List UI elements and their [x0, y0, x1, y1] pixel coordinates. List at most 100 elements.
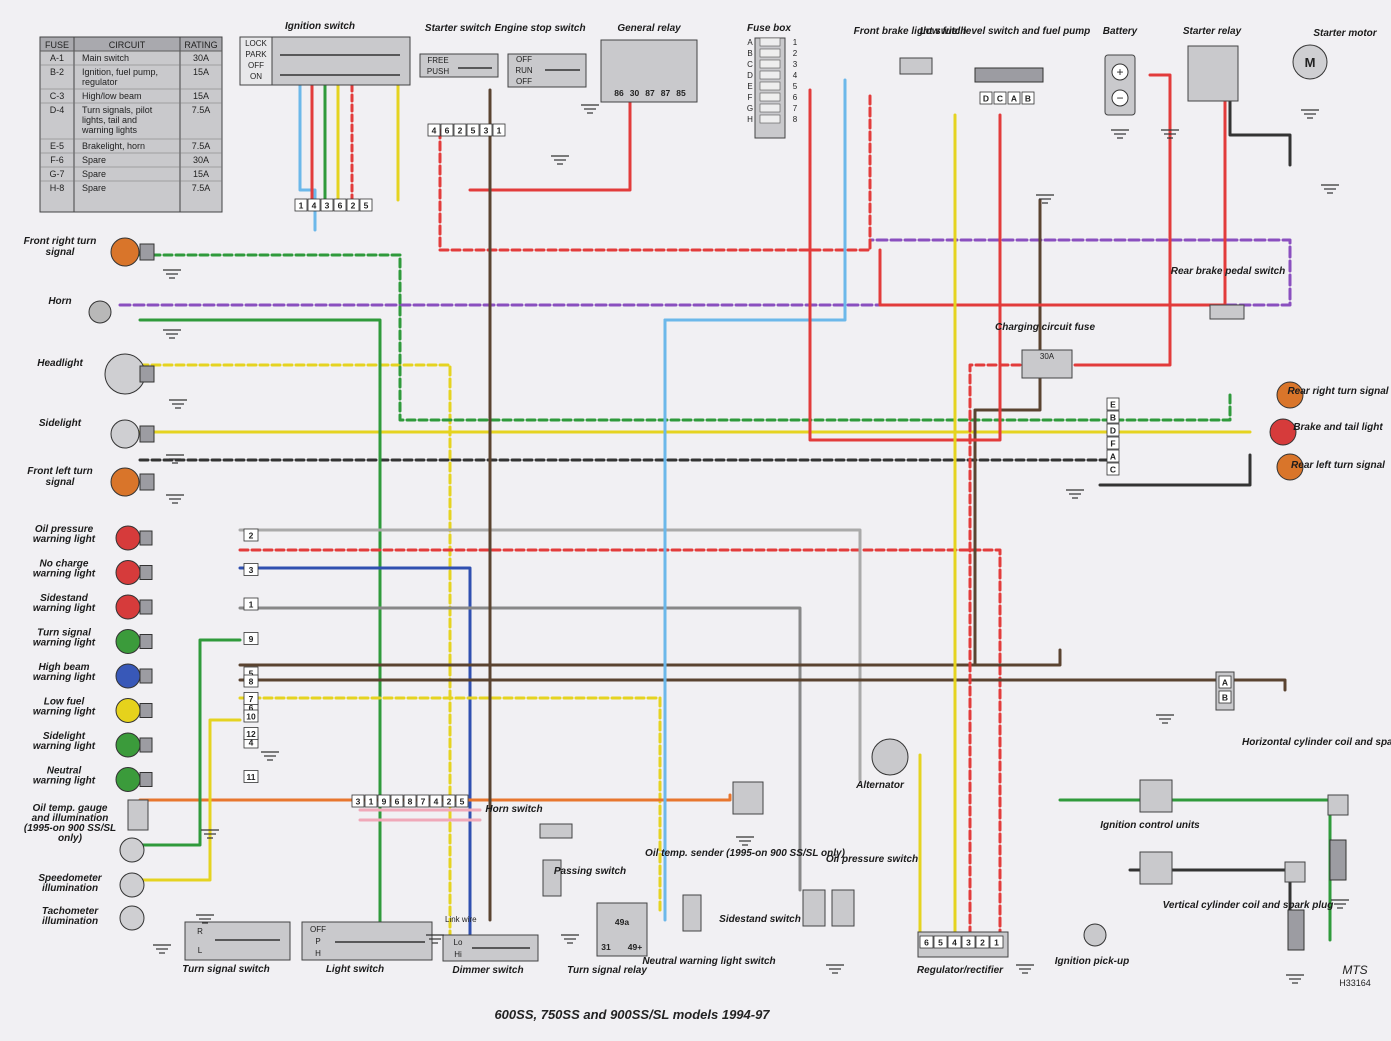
fuse-circuit-cell: Main switch [82, 53, 129, 63]
oil-pressure-switch: Oil pressure switch [826, 854, 918, 927]
connector-ign-pin: 5 [364, 201, 369, 211]
alternator: Alternator [855, 738, 909, 791]
wiring-harness [118, 58, 1332, 952]
fuse-box-letter: G [747, 104, 753, 113]
headlight-label: Headlight [37, 358, 83, 369]
rear-left-turn-bulb-icon [1276, 453, 1304, 481]
wire-yellow-headlight [138, 363, 452, 942]
wire-brown-main [238, 198, 1042, 667]
wire-light-blue-fuse [663, 78, 847, 322]
ignition-switch-label: Ignition switch [285, 21, 355, 32]
turn-signal-relay-label: Turn signal relay [567, 965, 647, 976]
connector-mid-pin: 7 [421, 797, 426, 807]
fuse-id-cell: D-4 [50, 105, 65, 115]
fuse-id-cell: E-5 [50, 141, 64, 151]
wire-grey-oil [238, 528, 862, 782]
horn-bulb-icon [88, 300, 112, 324]
ignition-switch: Ignition switch LOCK PARK OFF ON [239, 21, 411, 86]
fuse-box-letter: C [747, 60, 753, 69]
low-fuel-pin: A [1011, 94, 1017, 104]
fuse-rating-cell: 30A [193, 155, 209, 165]
battery: Battery + − [1103, 26, 1138, 116]
ignition-connector-pin: A [1222, 678, 1228, 688]
connector-top-pin: 6 [445, 126, 450, 136]
turn-signal-switch: R L Turn signal switch [182, 921, 291, 975]
warning-extra-pin: 7 [249, 694, 254, 704]
connector-mid-pin: 4 [434, 797, 439, 807]
fuse-id-cell: G-7 [49, 169, 64, 179]
dimmer-switch-label: Dimmer switch [452, 965, 523, 976]
turn-signal-relay: 49a 31 49+ Turn signal relay [567, 902, 648, 976]
ignition-control-units: Ignition control units [1100, 779, 1200, 885]
instrument-bulb-icon [119, 837, 145, 863]
fuse-box-letter: F [748, 93, 753, 102]
instrument-bulb-icon [119, 872, 145, 898]
ignition-pickup-label: Ignition pick-up [1055, 956, 1129, 967]
wire-yellow-illum [138, 718, 242, 882]
fuse-id-cell: H-8 [50, 183, 65, 193]
warning-pin: 4 [249, 738, 254, 748]
horizontal-coil-label: Horizontal cylinder coil and spark plug [1242, 737, 1391, 748]
fuse-id-cell: A-1 [50, 53, 64, 63]
engine-stop-switch: Engine stop switch OFF RUN OFF [494, 23, 587, 88]
warning-pin: 3 [249, 565, 254, 575]
dimmer-pos-lo: Lo [454, 938, 463, 947]
light-pos-p: P [315, 937, 320, 946]
light-pos-h: H [315, 949, 321, 958]
connector-top-pin: 5 [471, 126, 476, 136]
rear-right-turn-label: Rear right turn signal [1287, 386, 1388, 397]
alternator-icon [871, 738, 909, 776]
fuse-circuit-cell: Spare [82, 169, 106, 179]
rear-brake-switch: Rear brake pedal switch [1171, 266, 1285, 320]
rear-right-turn-bulb-icon [1276, 381, 1304, 409]
ign-pos-lock: LOCK [245, 39, 267, 48]
general-relay-label: General relay [617, 23, 681, 34]
fuse-rating-cell: 30A [193, 53, 209, 63]
regulator-pin: 4 [952, 938, 957, 948]
warning-bulb-icon [115, 732, 141, 758]
connector-ign-pin: 6 [338, 201, 343, 211]
connector-mid-pin: 8 [408, 797, 413, 807]
headlight-bulb-icon [104, 353, 146, 395]
credit-mark: MTS [1342, 963, 1367, 977]
fuse-box-number: 3 [793, 60, 798, 69]
connector-top-pin: 2 [458, 126, 463, 136]
passing-switch: Passing switch [542, 859, 626, 897]
front-left-turn-bulb-icon [110, 467, 140, 497]
rear-connector-pin: A [1110, 452, 1116, 462]
warning-pin: 1 [249, 600, 254, 610]
rear-connector-pin: F [1110, 439, 1115, 449]
relay-pin-31: 31 [601, 942, 611, 952]
wire-red-battery [1073, 73, 1172, 367]
warning-pin: 2 [249, 531, 254, 541]
fuse-id-cell: C-3 [50, 91, 65, 101]
fuse-box-number: 8 [793, 115, 798, 124]
connector-mid-pin: 2 [447, 797, 452, 807]
ign-pos-park: PARK [245, 50, 267, 59]
rear-right-turn: Rear right turn signal [1276, 381, 1389, 409]
stop-pos-run: RUN [515, 66, 533, 75]
battery-label: Battery [1103, 26, 1138, 37]
low-fuel-pin: B [1025, 94, 1031, 104]
charging-fuse-label: Charging circuit fuse [995, 322, 1095, 333]
ground-symbols [153, 104, 1349, 984]
dimmer-pos-hi: Hi [454, 950, 462, 959]
general-relay-pin: 87 [661, 88, 671, 98]
relay-pin-49plus: 49+ [628, 942, 642, 952]
wire-red-fuelpump [808, 88, 1002, 442]
front-brake-switch: Front brake light switch [854, 26, 966, 75]
